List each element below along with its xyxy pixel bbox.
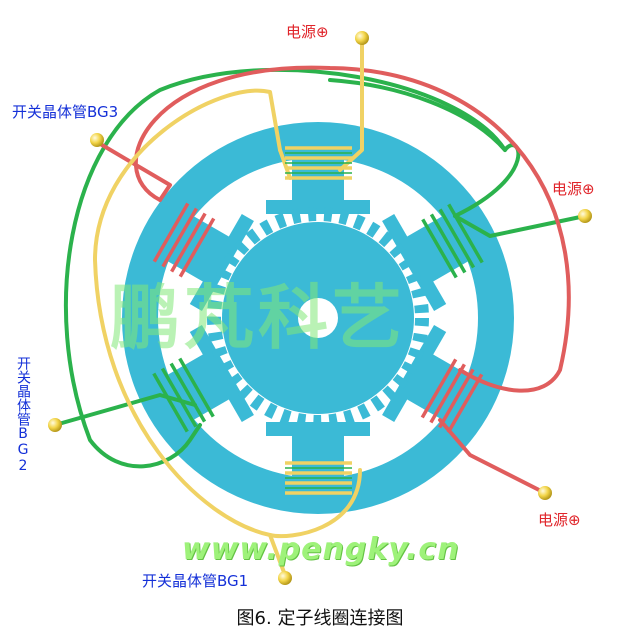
label-bg2: 开关晶体管BG2 (15, 356, 31, 474)
label-bg3: 开关晶体管BG3 (12, 103, 119, 121)
terminal-bg1 (278, 571, 292, 585)
figure-caption: 图6. 定子线圈连接图 (236, 608, 404, 629)
terminal-power-top (355, 31, 369, 45)
coil-upper-left (152, 202, 216, 278)
coil-lower-right (420, 358, 484, 434)
watermark-url: www.pengky.cn (182, 532, 460, 567)
stator-outer-ring (122, 122, 514, 514)
label-power-right-top: 电源⊕ (552, 180, 595, 198)
coil-upper-right (421, 203, 484, 279)
terminal-power-right-bottom (538, 486, 552, 500)
label-power-right-bottom: 电源⊕ (538, 511, 581, 529)
label-bg1: 开关晶体管BG1 (142, 572, 249, 590)
label-power-top: 电源⊕ (286, 23, 329, 41)
coil-lower-left (152, 357, 215, 433)
watermark-brand: 鹏芃科艺 (110, 277, 406, 359)
terminal-bg3 (90, 133, 104, 147)
rotor (207, 207, 429, 429)
terminal-bg2 (48, 418, 62, 432)
stator-poles (159, 150, 477, 486)
coil-bottom (285, 461, 352, 495)
coil-top (285, 146, 352, 180)
terminal-power-right-top (578, 209, 592, 223)
